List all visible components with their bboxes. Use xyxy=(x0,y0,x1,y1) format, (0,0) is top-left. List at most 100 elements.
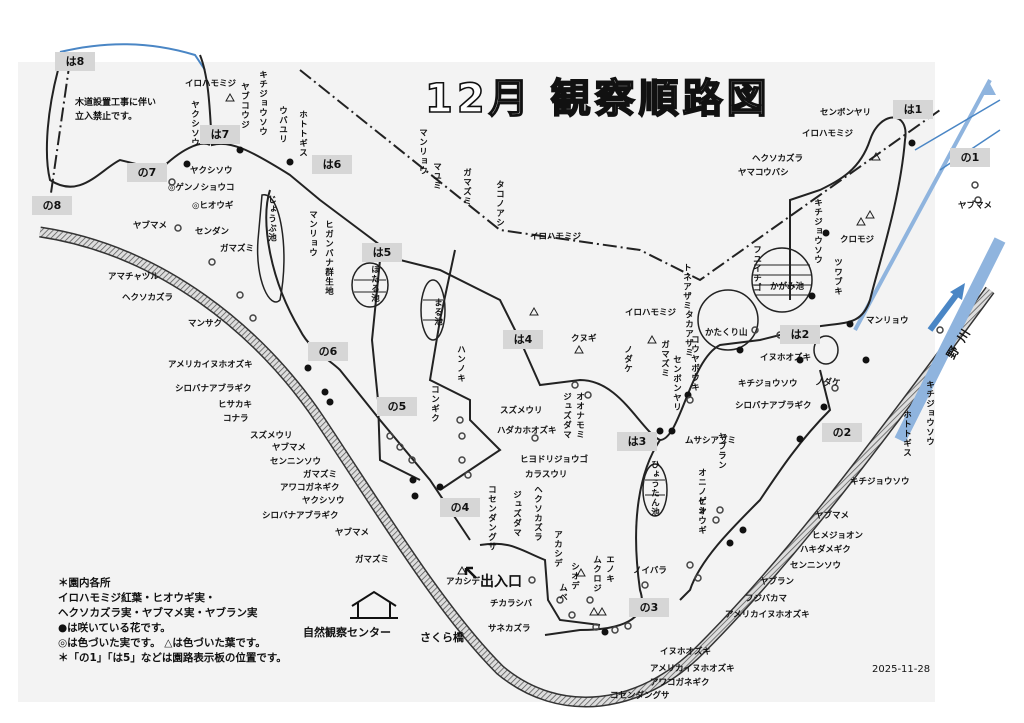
plant-label: シロバナアブラギク xyxy=(735,401,812,411)
plant-label-vertical: センボンヤリ xyxy=(671,355,682,412)
fruit-ring-icon xyxy=(592,623,600,631)
fruit-ring-icon xyxy=(556,596,564,604)
route-sign: の1 xyxy=(950,148,990,167)
plant-label: マンサク xyxy=(188,319,223,329)
notice-line: 立入禁止です。 xyxy=(75,112,138,122)
flower-dot-icon xyxy=(236,146,244,154)
leaf-triangle-icon xyxy=(529,306,539,316)
flower-dot-icon xyxy=(908,139,916,147)
flower-dot-icon xyxy=(796,435,804,443)
plant-label: ハキダメギク xyxy=(800,545,851,555)
plant-label-vertical: マンリョウ xyxy=(307,210,318,258)
plant-label: ヒメジョオン xyxy=(812,531,864,541)
plant-label-vertical: ツワブキ xyxy=(832,258,843,296)
plant-label-vertical: ヒガンバナ群生地 xyxy=(323,220,334,296)
route-sign: は3 xyxy=(617,432,657,451)
plant-label: かがみ池 xyxy=(770,282,805,292)
legend-line: ＊「の1」「は5」などは園路表示板の位置です。 xyxy=(58,652,287,664)
plant-label-vertical: まる池 xyxy=(432,298,443,327)
fruit-ring-icon xyxy=(458,456,466,464)
fruit-ring-icon xyxy=(531,434,539,442)
plant-label: アメリカイヌホオズキ xyxy=(725,610,810,620)
fruit-ring-icon xyxy=(586,596,594,604)
fruit-ring-icon xyxy=(408,456,416,464)
plant-label: コナラ xyxy=(223,414,249,424)
flower-dot-icon xyxy=(820,403,828,411)
plant-label: イロハモミジ xyxy=(802,129,854,139)
plant-label: ヤマコウバシ xyxy=(738,168,789,178)
plant-label: ハダカホオズキ xyxy=(497,426,557,436)
plant-label-vertical: フユイチゴ xyxy=(751,245,762,293)
page-title: 12月 観察順路図 xyxy=(424,75,771,123)
route-sign: の2 xyxy=(822,423,862,442)
leaf-triangle-icon xyxy=(457,565,467,575)
plant-label-vertical: ジュズダマ xyxy=(511,490,522,538)
flower-dot-icon xyxy=(862,356,870,364)
legend-line: ＊園内各所 xyxy=(58,577,111,589)
fruit-ring-icon xyxy=(396,443,404,451)
closure-notice: 木道設置工事に伴い 立入禁止です。 xyxy=(75,96,156,124)
fruit-ring-icon xyxy=(174,224,182,232)
date-label: 2025-11-28 xyxy=(872,664,931,675)
plant-label-vertical: ひょうたん池 xyxy=(649,460,660,517)
plant-label-vertical: ヤブコウジ xyxy=(239,82,250,130)
ponds xyxy=(256,194,839,517)
plant-label-vertical: ヒオウギ xyxy=(696,497,707,535)
plant-label-vertical: キチジョウソウ xyxy=(812,198,823,265)
legend-line: ●は咲いている花です。 xyxy=(58,622,171,634)
route-sign: の8 xyxy=(32,196,72,215)
plant-label-vertical: ガマズミ xyxy=(659,340,670,378)
route-sign: は6 xyxy=(312,155,352,174)
fruit-ring-icon xyxy=(249,314,257,322)
plant-label: ノダケ xyxy=(815,378,841,388)
route-sign: は8 xyxy=(55,52,95,71)
plant-label-vertical: ほたる池 xyxy=(369,265,380,303)
nature-center-icon xyxy=(350,590,398,619)
plant-label: イロハモミジ xyxy=(530,232,582,242)
fruit-ring-icon xyxy=(528,576,536,584)
plant-label: ヤクシソウ xyxy=(302,496,345,506)
entrance-label: 出入口 xyxy=(480,574,522,590)
leaf-triangle-icon xyxy=(574,344,584,354)
plant-label: センダン xyxy=(195,227,230,237)
plant-label: ヤブラン xyxy=(760,577,795,587)
trails xyxy=(45,54,907,636)
plant-label-vertical: キチジョウソウ xyxy=(924,380,935,447)
plant-label-vertical: エノキ xyxy=(604,555,615,584)
plant-label-vertical: ヤクシソウ xyxy=(189,100,200,148)
flower-dot-icon xyxy=(183,160,191,168)
fruit-ring-icon xyxy=(458,432,466,440)
plant-label-vertical: タカアザミ xyxy=(683,310,694,358)
leaf-triangle-icon xyxy=(865,209,875,219)
park-boundary xyxy=(49,59,941,282)
plant-label: シロバナアブラギク xyxy=(175,384,252,394)
route-sign: の7 xyxy=(127,163,167,182)
plant-label: イヌホオズキ xyxy=(660,647,712,657)
plant-markers xyxy=(168,92,982,636)
plant-label: ガマズミ xyxy=(355,555,390,565)
plant-label-vertical: じょうぶ池 xyxy=(266,195,277,243)
fruit-ring-icon xyxy=(716,506,724,514)
plant-label-vertical: コウヤボウキ xyxy=(689,335,700,392)
nature-center-label: 自然観察センター xyxy=(303,626,391,639)
flower-dot-icon xyxy=(808,292,816,300)
plant-label: ヤブマメ xyxy=(335,528,370,538)
fruit-ring-icon xyxy=(686,396,694,404)
plant-label: ヒヨドリジョウゴ xyxy=(520,455,589,465)
legend-line: ◎は色づいた実です。 △は色づいた葉です。 xyxy=(58,637,266,649)
plant-label: キチジョウソウ xyxy=(738,379,798,389)
flower-dot-icon xyxy=(436,483,444,491)
fruit-ring-icon xyxy=(971,181,979,189)
route-sign: は5 xyxy=(362,243,402,262)
flower-dot-icon xyxy=(656,427,664,435)
legend-line: イロハモミジ紅葉・ヒオウギ実・ xyxy=(58,592,216,604)
plant-label: センボンヤリ xyxy=(820,108,872,118)
route-sign: の3 xyxy=(629,598,669,617)
plant-label: ヤブマメ xyxy=(272,443,307,453)
plant-label-vertical: オニノゲシ xyxy=(696,468,707,516)
fruit-ring-icon xyxy=(641,581,649,589)
plant-label-vertical: ヤブラン xyxy=(716,432,727,470)
plant-label-vertical: アカシデ xyxy=(552,530,563,568)
legend: ＊園内各所 イロハモミジ紅葉・ヒオウギ実・ ヘクソカズラ実・ヤブマメ実・ヤブラン… xyxy=(58,576,287,666)
plant-label: イロハモミジ xyxy=(185,79,237,89)
